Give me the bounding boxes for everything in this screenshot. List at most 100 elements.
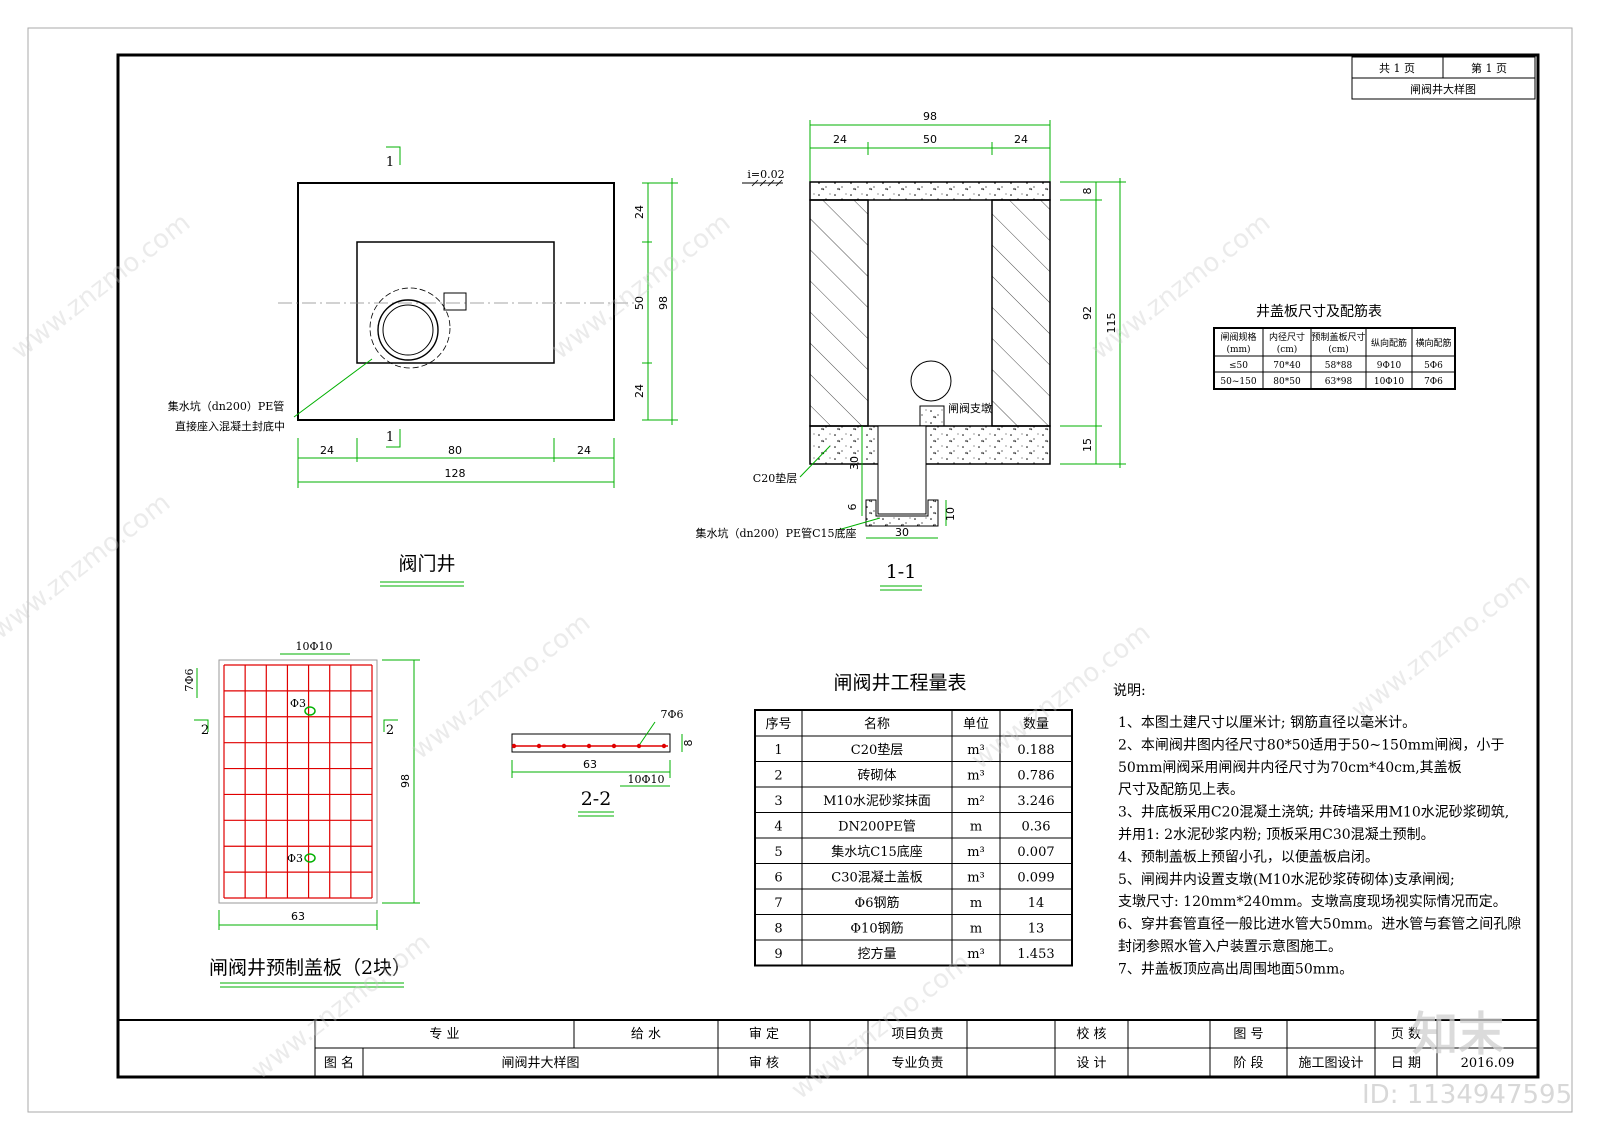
sump-dim-30v: 30 — [848, 456, 861, 470]
cover-header-1-a: 内径尺寸 — [1269, 331, 1305, 343]
cover-cell-0-1: 70*40 — [1273, 361, 1301, 371]
section-right-wall — [991, 199, 1051, 427]
plan-dim-right-2: 50 — [633, 296, 646, 310]
section-title: 1-1 — [886, 561, 917, 583]
plan-title: 阀门井 — [398, 553, 455, 575]
slab-section-body — [511, 733, 671, 753]
section-1-1: 98 24 50 24 i=0.02 闸阀支墩 8 92 115 15 — [696, 110, 1126, 591]
title-block: 专 业给 水审 定项目负责校 核图 号页 数图 名闸阀井大样图审 核专业负责设 … — [118, 1019, 1538, 1077]
watermark-brand: 知末 — [1412, 1007, 1504, 1061]
qty-header-1: 名称 — [864, 716, 890, 732]
plan-inner-opening — [356, 241, 555, 364]
title-block-r1-10: 页 数 — [1391, 1027, 1421, 1042]
cover-cell-0-0: ≤50 — [1229, 361, 1248, 371]
header-drawing-title: 闸阀井大样图 — [1410, 82, 1476, 96]
section-dim-top-1: 24 — [833, 133, 847, 146]
note-line-6: 并用1: 2水泥砂浆内粉; 顶板采用C30混凝土预制。 — [1118, 827, 1435, 843]
watermark-1: www.znzmo.com — [6, 208, 196, 366]
watermark-9: www.znzmo.com — [786, 948, 976, 1106]
notes-title: 说明: — [1113, 683, 1146, 699]
qty-cell-8-2: m³ — [967, 947, 985, 962]
slab-section-rebar-dots — [511, 743, 667, 749]
slope-label: i=0.02 — [747, 168, 784, 181]
watermark-id: ID: 1134947595 — [1362, 1080, 1572, 1110]
slab-section-rebar-dot — [561, 743, 567, 749]
qty-cell-2-1: M10水泥砂浆抹面 — [823, 794, 931, 809]
slab-section-label-top: 7Φ6 — [660, 708, 683, 721]
note-line-7: 4、预制盖板上预留小孔，以便盖板启闭。 — [1118, 849, 1379, 865]
slab-section-title: 2-2 — [581, 788, 612, 810]
qty-cell-5-1: C30混凝土盖板 — [831, 870, 923, 886]
cover-header-2-a: 预制盖板尺寸 — [1311, 331, 1365, 343]
qty-cell-7-1: Φ10钢筋 — [850, 921, 903, 937]
sheet-outer-border — [27, 27, 1573, 1113]
qty-cell-5-2: m³ — [967, 871, 985, 886]
title-block-r1-0: 专 业 — [429, 1027, 459, 1042]
sump-dim-6: 6 — [846, 504, 859, 511]
slab-left-label: 7Φ6 — [183, 668, 196, 691]
qty-cell-4-3: 0.007 — [1017, 845, 1054, 860]
qty-cell-7-0: 8 — [774, 922, 782, 937]
header-block: 共 1 页 第 1 页 闸阀井大样图 — [1351, 56, 1536, 100]
slab-section-dim-w: 63 — [583, 758, 597, 771]
section-mark-bottom-label: 1 — [386, 430, 394, 445]
section-sump-base — [865, 499, 939, 527]
title-block-r2-0: 图 名 — [324, 1055, 354, 1071]
section-mark-top-label: 1 — [386, 155, 394, 170]
qty-cell-2-2: m² — [967, 794, 985, 809]
qty-cell-0-1: C20垫层 — [851, 742, 904, 758]
section-dim-top-2: 50 — [923, 133, 937, 146]
qty-cell-5-3: 0.099 — [1017, 871, 1054, 886]
cover-header-3: 纵向配筋 — [1371, 337, 1407, 349]
title-block-r2-11: 2016.09 — [1461, 1056, 1515, 1071]
slab-plan: 10Φ10 7Φ6 Φ3 Φ3 2 2 98 63 闸阀井预制盖板（2块） — [183, 640, 420, 988]
qty-cell-2-0: 3 — [774, 794, 782, 809]
cover-header-0-a: 闸阀规格 — [1220, 331, 1256, 343]
slab-section-rebar-dot — [611, 743, 617, 749]
section-mark-bottom — [386, 429, 401, 448]
slab-hole-2-label: Φ3 — [287, 852, 303, 865]
qty-cell-1-2: m³ — [967, 769, 985, 784]
section-valve-support — [919, 405, 945, 427]
section-mark-top — [386, 146, 401, 165]
plan-note-leader — [293, 358, 373, 418]
note-line-8: 5、闸阀井内设置支墩(M10水泥砂浆砖砌体)支承闸阀; — [1118, 872, 1455, 888]
plan-outer-wall — [297, 182, 615, 421]
note-line-2: 2、本闸阀井图内径尺寸80*50适用于50~150mm闸阀，小于 — [1118, 737, 1504, 753]
qty-cell-3-3: 0.36 — [1022, 820, 1051, 835]
section-dim-right-bot: 15 — [1081, 438, 1094, 452]
qty-cell-1-3: 0.786 — [1017, 769, 1054, 784]
notes-block: 说明: 1、本图土建尺寸以厘米计; 钢筋直径以毫米计。2、本闸阀井图内径尺寸80… — [1113, 683, 1521, 977]
qty-cell-7-3: 13 — [1028, 922, 1045, 937]
qty-cell-4-1: 集水坑C15底座 — [831, 844, 923, 860]
cover-header-0-b: (mm) — [1226, 344, 1250, 355]
plan-dim-bottom-1: 24 — [320, 444, 334, 457]
sump-label: 集水坑（dn200）PE管C15底座 — [696, 526, 857, 540]
qty-header-3: 数量 — [1023, 717, 1049, 732]
watermark-4: www.znzmo.com — [0, 488, 176, 646]
note-line-11: 封闭参照水管入户装置示意图施工。 — [1118, 938, 1342, 955]
slab-section-rebar-dot — [536, 743, 542, 749]
sump-dim-10: 10 — [944, 507, 957, 521]
plan-dim-bottom-2: 80 — [448, 444, 462, 457]
qty-cell-1-1: 砖砌体 — [857, 769, 896, 784]
cover-table-title: 井盖板尺寸及配筋表 — [1256, 303, 1382, 320]
title-block-r1-6: 校 核 — [1076, 1026, 1106, 1042]
plan-pipe-outer — [377, 299, 439, 361]
plan-note-line1: 集水坑（dn200）PE管 — [168, 399, 285, 413]
plan-dim-bottom-total: 128 — [445, 467, 466, 480]
qty-cell-3-1: DN200PE管 — [838, 820, 916, 835]
plan-note-line2: 直接座入混凝土封底中 — [175, 419, 285, 433]
title-block-r1-8: 图 号 — [1233, 1027, 1263, 1042]
section-left-wall — [809, 199, 869, 427]
qty-header-0: 序号 — [765, 717, 791, 732]
plan-dim-bottom-3: 24 — [577, 444, 591, 457]
slab-hole-2 — [304, 853, 316, 863]
title-block-r1-2: 审 定 — [749, 1027, 779, 1042]
plan-valve-support — [443, 292, 467, 311]
cover-header-1-b: (cm) — [1277, 344, 1298, 355]
slab-outline — [218, 659, 378, 904]
watermark-5: www.znzmo.com — [406, 608, 596, 766]
